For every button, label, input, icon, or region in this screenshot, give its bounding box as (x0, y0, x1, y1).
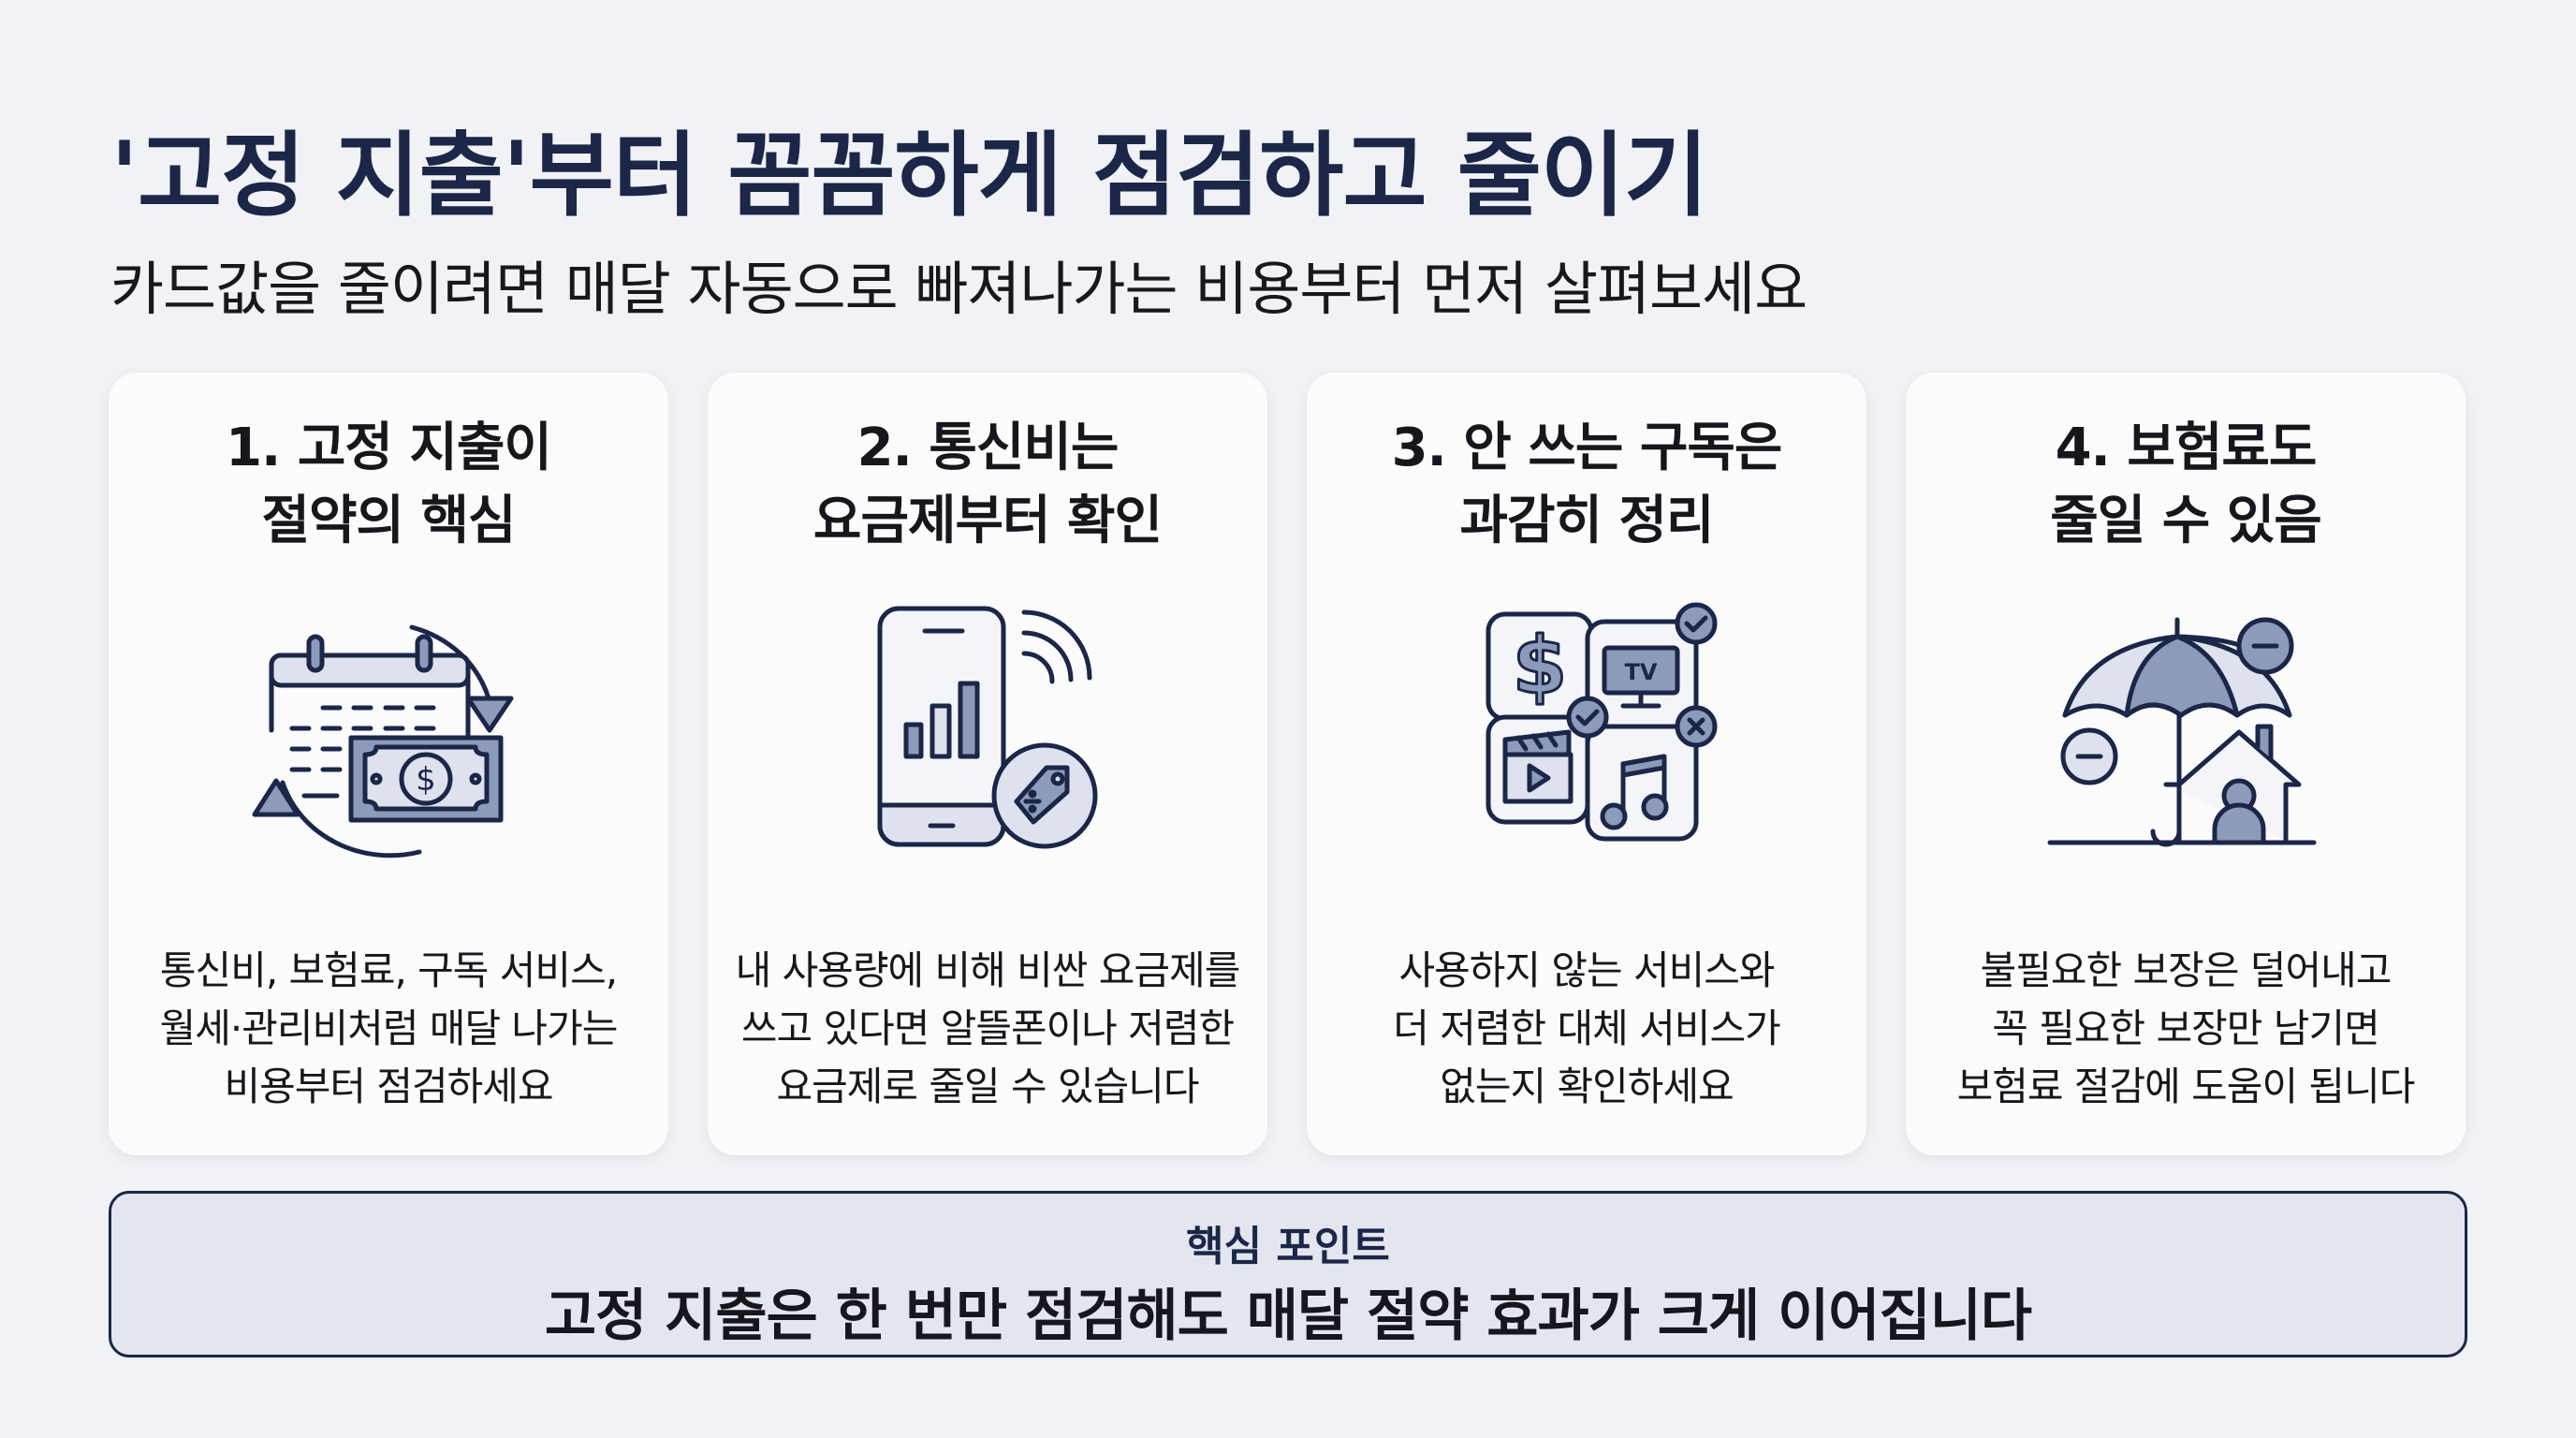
key-point-text: 고정 지출은 한 번만 점검해도 매달 절약 효과가 크게 이어집니다 (544, 1284, 2032, 1349)
card-subscriptions: 3. 안 쓰는 구독은 과감히 정리 $ TV 사용하지 않 (1307, 373, 1866, 1155)
tv-label: TV (1625, 659, 1658, 685)
card-description: 통신비, 보험료, 구독 서비스, 월세·관리비처럼 매달 나가는 비용부터 점… (159, 947, 619, 1109)
key-point-label: 핵심 포인트 (1186, 1223, 1390, 1270)
smartphone-price-tag-icon (833, 597, 1142, 878)
card-title: 3. 안 쓰는 구독은 과감히 정리 (1391, 418, 1783, 551)
calendar-money-cycle-icon: $ (234, 597, 543, 878)
page-subtitle: 카드값을 줄이려면 매달 자동으로 빠져나가는 비용부터 먼저 살펴보세요 (110, 255, 1808, 323)
key-point-box: 핵심 포인트 고정 지출은 한 번만 점검해도 매달 절약 효과가 크게 이어집… (109, 1191, 2467, 1357)
card-fixed-expenses: 1. 고정 지출이 절약의 핵심 $ 통신비, 보험료, 구독 서비스, 월세·… (109, 373, 668, 1155)
subscription-grid-icon: $ TV (1432, 597, 1741, 878)
svg-text:$: $ (416, 761, 436, 799)
card-description: 불필요한 보장은 덜어내고 꼭 필요한 보장만 남기면 보험료 절감에 도움이 … (1956, 947, 2416, 1109)
card-title: 1. 고정 지출이 절약의 핵심 (226, 418, 552, 551)
card-title: 2. 통신비는 요금제부터 확인 (812, 418, 1163, 551)
card-telecom-plan: 2. 통신비는 요금제부터 확인 내 사용량에 비해 비싼 요금제를 쓰고 있다… (708, 373, 1267, 1155)
card-insurance: 4. 보험료도 줄일 수 있음 불필요한 보장은 덜어내고 꼭 필요한 보장만 … (1906, 373, 2466, 1155)
card-description: 내 사용량에 비해 비싼 요금제를 쓰고 있다면 알뜰폰이나 저렴한 요금제로 … (735, 947, 1241, 1109)
page-title: '고정 지출'부터 꼼꼼하게 점검하고 줄이기 (110, 123, 1708, 229)
card-title: 4. 보험료도 줄일 수 있음 (2050, 418, 2322, 551)
svg-text:$: $ (1513, 620, 1567, 712)
umbrella-house-icon (2031, 597, 2340, 878)
card-description: 사용하지 않는 서비스와 더 저렴한 대체 서비스가 없는지 확인하세요 (1393, 947, 1780, 1109)
